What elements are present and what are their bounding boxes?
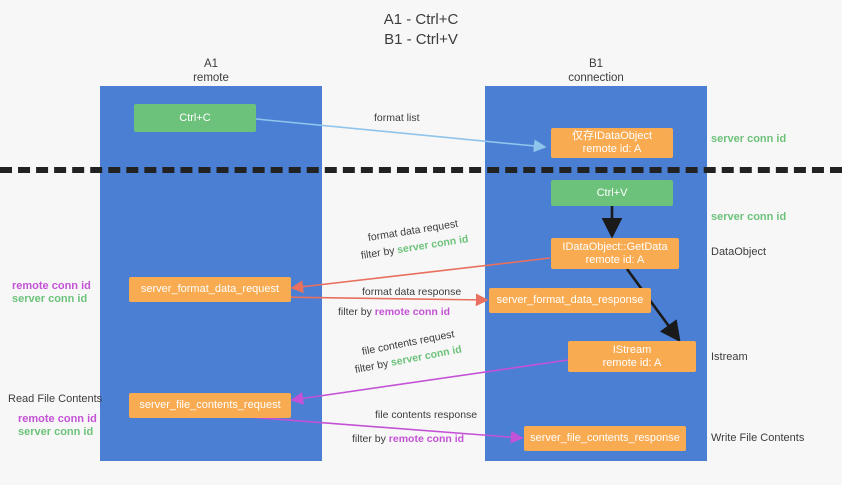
node-getdata-title: IDataObject::GetData <box>562 240 668 253</box>
edge-label-file-contents-response: file contents response <box>375 409 478 421</box>
filter-prefix: filter by <box>352 433 389 445</box>
edge-label-format-data-response: format data response <box>362 286 462 298</box>
filter-value-remote-conn-id: remote conn id <box>388 433 465 445</box>
node-getdata-remote-id: remote id: A <box>585 253 645 266</box>
node-ctrl-v[interactable]: Ctrl+V <box>551 180 673 206</box>
edge-label-file-contents-response-filter: filter by remote conn id <box>352 432 464 446</box>
node-istream[interactable]: IStream remote id: A <box>568 341 696 372</box>
node-idataobject-title: 仅存IDataObject <box>571 130 653 142</box>
left-label-remote-conn-id-1: remote conn id <box>12 280 91 292</box>
filter-prefix: filter by <box>360 244 399 262</box>
lane-b1-name: B1 <box>588 58 604 70</box>
title-line-1: A1 - Ctrl+C <box>383 11 459 28</box>
right-label-server-conn-id-top: server conn id <box>711 133 787 145</box>
lane-b1-sub: connection <box>568 72 624 84</box>
page-title: A1 - Ctrl+C B1 - Ctrl+V <box>0 10 842 50</box>
node-server-format-data-request-label: server_format_data_request <box>140 283 280 295</box>
left-label-remote-conn-id-2: remote conn id <box>18 413 97 425</box>
left-label-server-conn-id-2: server conn id <box>18 426 94 438</box>
filter-value-remote-conn-id: remote conn id <box>374 306 451 318</box>
node-ctrl-c-label: Ctrl+C <box>179 111 211 124</box>
edge-label-format-data-response-filter: filter by remote conn id <box>338 305 450 319</box>
right-label-write-file-contents: Write File Contents <box>711 432 805 444</box>
node-istream-remote-id: remote id: A <box>602 356 662 369</box>
node-server-file-contents-request-label: server_file_contents_request <box>139 399 281 411</box>
node-server-format-data-request[interactable]: server_format_data_request <box>129 277 291 302</box>
right-label-istream: Istream <box>711 351 748 363</box>
right-label-dataobject: DataObject <box>711 246 767 258</box>
title-line-2: B1 - Ctrl+V <box>384 31 458 48</box>
node-idataobject[interactable]: 仅存IDataObject remote id: A <box>551 128 673 158</box>
left-label-server-conn-id-1: server conn id <box>12 293 88 305</box>
edge-label-format-list: format list <box>374 112 420 124</box>
lane-a1-name: A1 <box>203 58 219 70</box>
node-ctrl-c[interactable]: Ctrl+C <box>134 104 256 132</box>
node-istream-title: IStream <box>612 343 652 356</box>
node-server-file-contents-request[interactable]: server_file_contents_request <box>129 393 291 418</box>
lane-header-a1: A1 remote <box>100 57 322 85</box>
right-label-server-conn-id-mid: server conn id <box>711 211 787 223</box>
left-label-read-file-contents: Read File Contents <box>8 393 103 405</box>
lane-header-b1: B1 connection <box>485 57 707 85</box>
phase-divider <box>0 167 842 173</box>
filter-prefix: filter by <box>338 306 375 318</box>
lane-a1-sub: remote <box>193 72 229 84</box>
node-server-file-contents-response-label: server_file_contents_response <box>530 432 680 444</box>
node-server-format-data-response-label: server_format_data_response <box>496 294 644 306</box>
filter-prefix: filter by <box>353 357 393 376</box>
node-server-file-contents-response[interactable]: server_file_contents_response <box>524 426 686 451</box>
node-ctrl-v-label: Ctrl+V <box>596 186 628 199</box>
node-getdata[interactable]: IDataObject::GetData remote id: A <box>551 238 679 269</box>
node-idataobject-remote-id: remote id: A <box>582 143 642 155</box>
node-server-format-data-response[interactable]: server_format_data_response <box>489 288 651 313</box>
